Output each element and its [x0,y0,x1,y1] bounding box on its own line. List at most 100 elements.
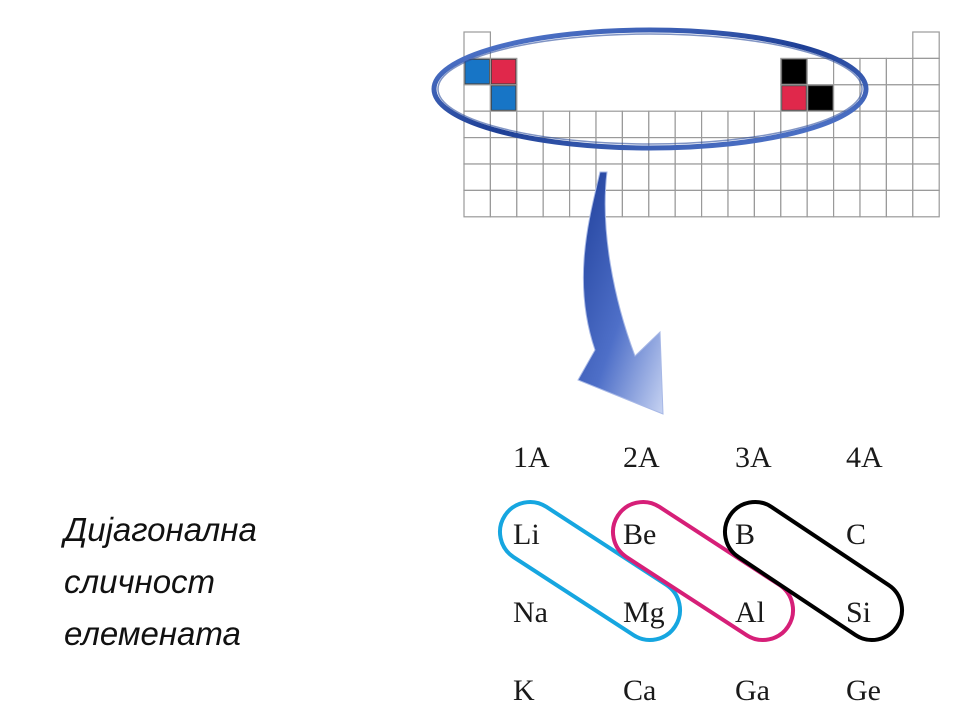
table-cell [648,163,676,191]
table-cell [912,84,940,112]
table-cell [621,189,650,218]
table-cell [674,110,703,139]
table-cell [489,137,518,165]
table-cell [859,110,887,139]
table-cell [832,189,861,218]
element-grid: 1A 2A 3A 4A Li Be B C Na Mg Al SiK Ca Ga Ge [513,441,883,707]
group-header: 4A [846,441,883,474]
table-cell [912,57,940,86]
table-cell [806,189,835,218]
table-cell [727,189,755,218]
table-cell [542,110,571,139]
table-cell [463,189,491,218]
highlighted-cell [490,85,517,111]
table-cell [674,163,703,191]
down-arrow [577,171,664,415]
periodic-table-outline [463,31,940,218]
table-cell [753,163,782,191]
diagonal-loop [498,500,683,643]
table-cell [912,137,940,165]
diagonal-loop [611,500,796,643]
table-cell [648,189,676,218]
highlight-oval [431,27,869,151]
table-cell [912,110,940,139]
element-symbol: Ge [846,674,881,707]
slide-title: Дијагонална сличност елемената [64,504,384,660]
group-header: 3A [735,441,772,474]
table-cell [516,189,544,218]
table-cell [753,189,782,218]
table-cell [780,189,808,218]
table-cell [700,110,729,139]
title-line-3: елемената [64,615,241,652]
table-cell [674,189,703,218]
table-cell [885,137,914,165]
diagonal-loops [498,500,905,643]
element-symbol: B [735,518,755,551]
table-cell [463,163,491,191]
group-header: 2A [623,441,660,474]
table-cell [912,163,940,191]
table-cell [727,163,755,191]
element-symbol: Ga [735,674,770,707]
table-cell [621,163,650,191]
element-symbol: C [846,518,866,551]
table-cell [912,189,940,218]
table-cell [516,110,544,139]
table-cell [700,163,729,191]
table-cell [542,189,571,218]
table-cell [568,110,597,139]
element-symbol: Ca [623,674,656,707]
element-symbol: K [513,674,535,707]
table-cell [780,137,808,165]
table-cell [806,137,835,165]
highlighted-cell [490,59,517,85]
element-symbol: Si [846,596,871,629]
table-cell [489,163,518,191]
table-cell [463,84,491,112]
table-cell [859,163,887,191]
highlighted-cell [781,85,807,111]
title-line-2: сличност [64,563,216,600]
table-cell [648,137,676,165]
table-cell [674,137,703,165]
table-cell [648,110,676,139]
table-cell [885,189,914,218]
table-cell [463,137,491,165]
table-cell [621,137,650,165]
element-symbol: Al [735,596,765,629]
table-cell [859,189,887,218]
table-cell [595,110,623,139]
element-symbol: Be [623,518,656,551]
highlighted-cell [781,59,807,85]
table-cell [885,84,914,112]
table-cell [832,137,861,165]
table-cell [912,31,940,59]
table-cell [806,163,835,191]
table-cell [727,110,755,139]
element-symbol: Li [513,518,540,551]
table-cell [595,137,623,165]
table-cell [621,110,650,139]
highlighted-cell [464,59,490,85]
table-cell [885,110,914,139]
table-cell [780,163,808,191]
diagonal-loop [723,500,905,643]
element-symbol: Na [513,596,548,629]
group-header: 1A [513,441,550,474]
table-cell [700,189,729,218]
table-cell [885,163,914,191]
element-symbol: Mg [623,596,665,629]
table-cell [885,57,914,86]
table-cell [568,163,597,191]
table-cell [516,163,544,191]
table-cell [489,189,518,218]
table-cell [832,163,861,191]
highlighted-cell [807,85,834,111]
title-line-1: Дијагонална [64,511,257,548]
table-cell [542,163,571,191]
highlight-oval-inner [437,33,863,145]
highlighted-cells [464,59,834,111]
table-cell [806,57,835,86]
